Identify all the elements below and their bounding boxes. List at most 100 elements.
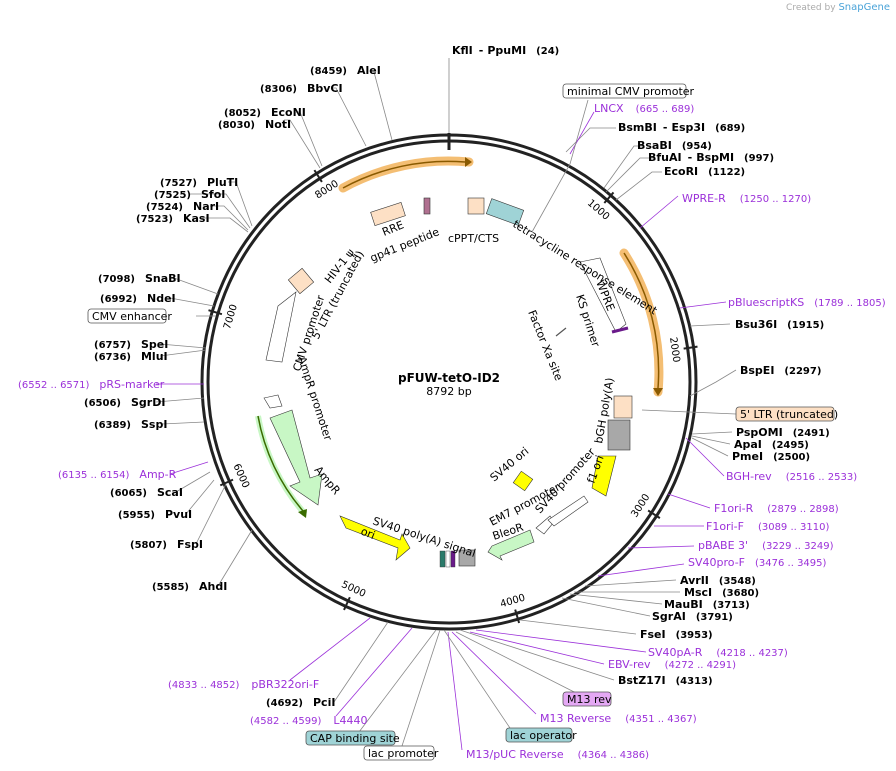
f1-ori-feature[interactable] — [591, 455, 617, 497]
primer-sv40pa-r[interactable]: SV40pA-R(4218 .. 4237) — [648, 646, 788, 659]
site-kasi[interactable]: (7523)KasI — [136, 212, 210, 225]
primer-lncx[interactable]: LNCX(665 .. 689) — [594, 102, 694, 115]
leader-ecori — [615, 171, 662, 201]
leader-pbluescriptks — [679, 301, 727, 309]
site-spei[interactable]: (6757)SpeI — [94, 338, 168, 351]
site-alei[interactable]: (8459)AleI — [310, 64, 381, 77]
site-bstz17i[interactable]: BstZ17I(4313) — [618, 674, 713, 687]
site-scai[interactable]: (6065)ScaI — [110, 486, 183, 499]
primer-amp-r[interactable]: (6135 .. 6154)Amp-R — [58, 468, 177, 481]
ampr-promoter-feature[interactable] — [263, 394, 283, 409]
site-kfli[interactable]: KflI-PpuMI(24) — [452, 44, 559, 57]
site-pmei[interactable]: PmeI(2500) — [732, 450, 810, 463]
cap-site-box[interactable] — [305, 730, 396, 746]
ampr-feature[interactable] — [269, 409, 323, 506]
leader-nari — [210, 205, 249, 231]
primer-wpre-r[interactable]: WPRE-R(1250 .. 1270) — [682, 192, 811, 205]
leader-cap-site — [355, 629, 437, 737]
leader-econi — [296, 111, 323, 167]
site-fsei[interactable]: FseI(3953) — [640, 628, 713, 641]
site-econi[interactable]: (8052)EcoNI — [224, 106, 306, 119]
site-maubi[interactable]: MauBI(3713) — [664, 598, 750, 611]
site-bsabi[interactable]: BsaBI(954) — [637, 139, 712, 152]
site-ndei[interactable]: (6992)NdeI — [100, 292, 176, 305]
cmv-enhancer-label: CMV enhancer — [92, 310, 172, 323]
bgh-polya-feature[interactable] — [607, 419, 631, 451]
primer-pbr322ori-f[interactable]: (4833 .. 4852)pBR322ori-F — [168, 678, 319, 691]
primer-ebv-rev[interactable]: EBV-rev(4272 .. 4291) — [608, 658, 736, 671]
site-fspi[interactable]: (5807)FspI — [130, 538, 203, 551]
leader-m13puc-reverse — [447, 631, 463, 751]
bleor-feature[interactable] — [487, 529, 535, 561]
amp-arc-left-line — [257, 415, 304, 512]
site-pcii[interactable]: (4692)PciI — [266, 696, 335, 709]
ltr-inner-feature[interactable] — [287, 267, 315, 295]
m13-rev-box[interactable] — [562, 691, 612, 707]
sv40-ori-feature[interactable] — [512, 470, 534, 492]
primer-sv40pro-f[interactable]: SV40pro-F(3476 .. 3495) — [688, 556, 827, 569]
site-bbvci[interactable]: (8306)BbvCI — [260, 82, 343, 95]
site-pvui[interactable]: (5955)PvuI — [118, 508, 192, 521]
site-avrii[interactable]: AvrII(3548) — [680, 574, 756, 587]
site-bspei[interactable]: BspEI(2297) — [740, 364, 821, 377]
primer-l4440[interactable]: (4582 .. 4599)L4440 — [250, 714, 368, 727]
tick-mark — [208, 309, 223, 316]
site-ecori[interactable]: EcoRI(1122) — [664, 165, 745, 178]
primer-pbabe3[interactable]: pBABE 3'(3229 .. 3249) — [698, 539, 834, 552]
primer-m13-reverse[interactable]: M13 Reverse(4351 .. 4367) — [540, 712, 697, 725]
site-pspomi[interactable]: PspOMI(2491) — [736, 426, 830, 439]
ori-feature[interactable] — [339, 515, 411, 561]
m13-rev-label: M13 rev — [567, 693, 612, 706]
leader-pvui — [185, 479, 215, 515]
primer-m13puc-reverse[interactable]: M13/pUC Reverse(4364 .. 4386) — [466, 748, 649, 761]
tre-feature[interactable] — [485, 198, 525, 226]
amp-arc-left-arrow — [298, 509, 307, 518]
primer-prs-marker[interactable]: (6552 .. 6571)pRS-marker — [18, 378, 165, 391]
site-msci[interactable]: MscI(3680) — [684, 586, 759, 599]
ltr-right-box[interactable] — [735, 406, 835, 422]
site-noti[interactable]: (8030)NotI — [218, 118, 291, 131]
site-apai[interactable]: ApaI(2495) — [734, 438, 809, 451]
wpre-feature[interactable] — [579, 257, 627, 333]
cppt-feature[interactable] — [467, 197, 485, 215]
primer-pbluescriptks[interactable]: pBluescriptKS(1789 .. 1805) — [728, 296, 886, 309]
site-sfoi[interactable]: (7525)SfoI — [154, 188, 225, 201]
site-mlui[interactable]: (6736)MluI — [94, 350, 168, 363]
ltr-right-feature[interactable] — [613, 395, 633, 419]
site-ahdi[interactable]: (5585)AhdI — [152, 580, 227, 593]
site-sgrai[interactable]: SgrAI(3791) — [652, 610, 733, 623]
leader-lncx — [569, 111, 595, 155]
primer-f1ori-f[interactable]: F1ori-F(3089 .. 3110) — [706, 520, 829, 533]
sv40-polya-feature[interactable] — [458, 549, 476, 567]
rre-feature[interactable] — [370, 202, 406, 226]
leader-amp-r — [169, 461, 209, 475]
tick-label: 2000 — [667, 337, 681, 364]
lac-promoter-box[interactable] — [363, 745, 435, 761]
site-pluti[interactable]: (7527)PluTI — [160, 176, 238, 189]
lac-operator-box[interactable] — [505, 727, 573, 743]
leader-alei — [373, 71, 393, 141]
leader-f1ori-r — [667, 493, 711, 509]
minimal-cmv-box[interactable] — [562, 83, 687, 99]
site-bfuai[interactable]: BfuAI-BspMI(997) — [648, 151, 774, 164]
primer-f1ori-r[interactable]: F1ori-R(2879 .. 2898) — [714, 502, 839, 515]
primer-bgh-rev[interactable]: BGH-rev(2516 .. 2533) — [726, 470, 857, 483]
cmv-enhancer-box[interactable] — [87, 308, 167, 324]
leader-sv40pa-r — [475, 629, 647, 653]
site-snabi[interactable]: (7098)SnaBI — [98, 272, 181, 285]
cmv-promoter-feature[interactable] — [265, 291, 297, 363]
leader-minimal-cmv — [531, 99, 589, 233]
ampr-promoter-label: AmpR promoter — [295, 355, 335, 443]
leader-ahdi — [217, 529, 253, 587]
cppt-label: cPPT/CTS — [448, 232, 499, 245]
site-sspi[interactable]: (6389)SspI — [94, 418, 167, 431]
gp41-feature[interactable] — [423, 197, 431, 215]
site-bsu36i[interactable]: Bsu36I(1915) — [735, 318, 824, 331]
site-sgrdi[interactable]: (6506)SgrDI — [84, 396, 165, 409]
cap-site-label: CAP binding site — [310, 732, 400, 745]
site-nari[interactable]: (7524)NarI — [146, 200, 219, 213]
sv40-promoter-feature[interactable] — [547, 495, 589, 527]
leader-bbvci — [332, 87, 367, 147]
site-bsmbi[interactable]: BsmBI-Esp3I(689) — [618, 121, 745, 134]
